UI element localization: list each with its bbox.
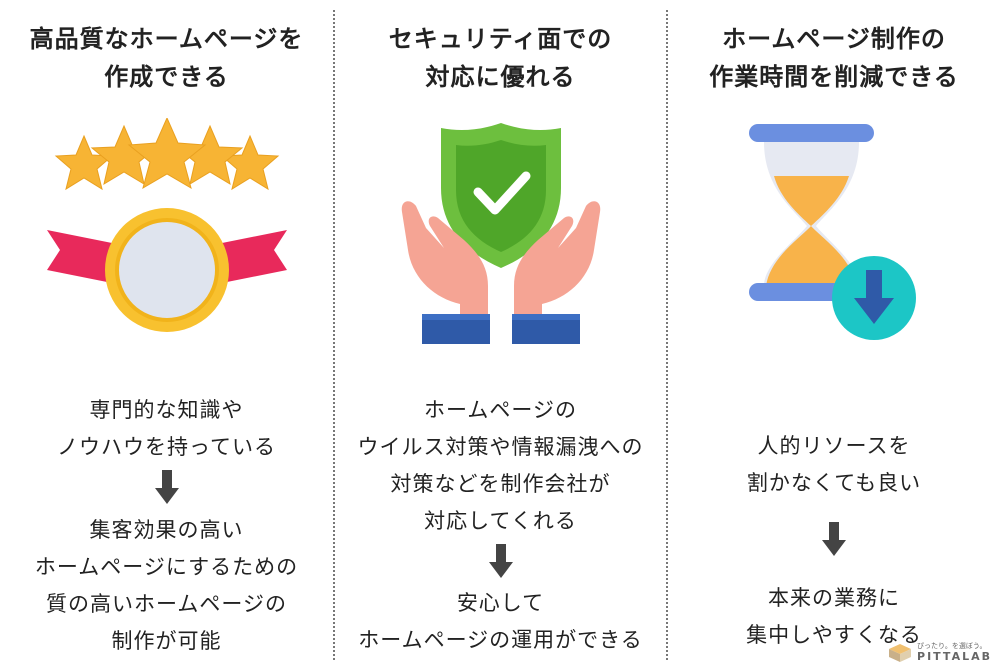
down-arrow-icon	[822, 522, 846, 556]
before-text: 人的リソースを 割かなくても良い	[746, 434, 922, 495]
column-title: セキュリティ面での 対応に優れる	[388, 25, 613, 91]
hourglass-download-icon	[668, 118, 1000, 348]
before-text: 専門的な知識や ノウハウを持っている	[57, 398, 276, 459]
after-text: 集客効果の高い ホームページにするための 質の高いホームページの 制作が可能	[34, 518, 299, 653]
medal-stars-icon	[0, 118, 333, 348]
column-title: 高品質なホームページを 作成できる	[29, 25, 304, 91]
column-divider	[333, 10, 335, 660]
down-arrow-icon	[154, 470, 179, 504]
pittalab-watermark: ぴったり。を選ぼう。 PITTALAB	[887, 641, 992, 663]
benefit-column-time: ホームページ制作の 作業時間を削減できる 人的リソースを 割かなくても良い 本来…	[668, 0, 1000, 667]
box-logo-icon	[889, 644, 912, 662]
down-arrow-icon	[488, 544, 513, 578]
column-divider	[666, 10, 668, 660]
after-text: 本来の業務に 集中しやすくなる	[746, 586, 922, 647]
watermark-tagline: ぴったり。を選ぼう。	[917, 641, 987, 650]
column-title: ホームページ制作の 作業時間を削減できる	[709, 25, 959, 91]
shield-hands-icon	[335, 118, 666, 348]
watermark-brand: PITTALAB	[917, 649, 992, 663]
before-text: ホームページの ウイルス対策や情報漏洩への 対策などを制作会社が 対応してくれる	[357, 398, 644, 533]
benefit-column-quality: 高品質なホームページを 作成できる 専門的な知識や ノウハウを持っている 集客効…	[0, 0, 333, 667]
after-text: 安心して ホームページの運用ができる	[358, 591, 643, 652]
benefit-column-security: セキュリティ面での 対応に優れる ホームページの ウイルス対策や情報漏洩への 対…	[335, 0, 666, 667]
